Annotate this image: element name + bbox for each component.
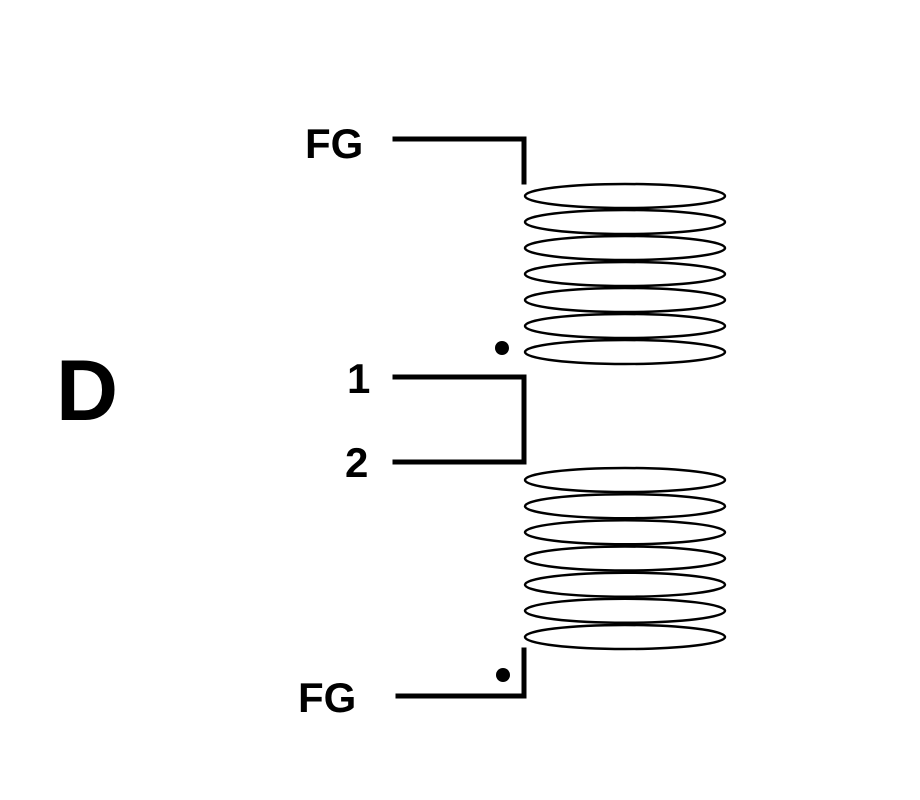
coil-turn bbox=[523, 338, 727, 366]
terminal-label-2: 2 bbox=[345, 439, 368, 486]
upper-winding bbox=[523, 182, 727, 366]
coil-turn bbox=[523, 492, 727, 520]
polarity-dot-lower bbox=[496, 668, 510, 682]
coil-turn bbox=[523, 208, 727, 236]
coil-turn bbox=[523, 286, 727, 314]
coil-turn bbox=[523, 466, 727, 494]
coil-turn bbox=[523, 234, 727, 262]
coil-turn bbox=[523, 312, 727, 340]
coil-turn bbox=[523, 182, 727, 210]
coil-turn bbox=[523, 519, 727, 546]
coil-turn bbox=[523, 545, 727, 572]
diagram-letter: D bbox=[56, 343, 118, 439]
terminal-label-fg-top: FG bbox=[305, 120, 363, 167]
lower-winding bbox=[523, 466, 727, 651]
terminal-label-fg-bottom: FG bbox=[298, 674, 356, 721]
polarity-dot-upper bbox=[495, 341, 509, 355]
coil-turn bbox=[523, 623, 727, 651]
coil-turn bbox=[523, 571, 727, 598]
coil-turn bbox=[523, 260, 727, 288]
terminal-label-1: 1 bbox=[347, 355, 370, 402]
wire-fg-top bbox=[392, 136, 527, 185]
coil-turn bbox=[523, 597, 727, 625]
wire-fg-bottom bbox=[395, 647, 527, 699]
